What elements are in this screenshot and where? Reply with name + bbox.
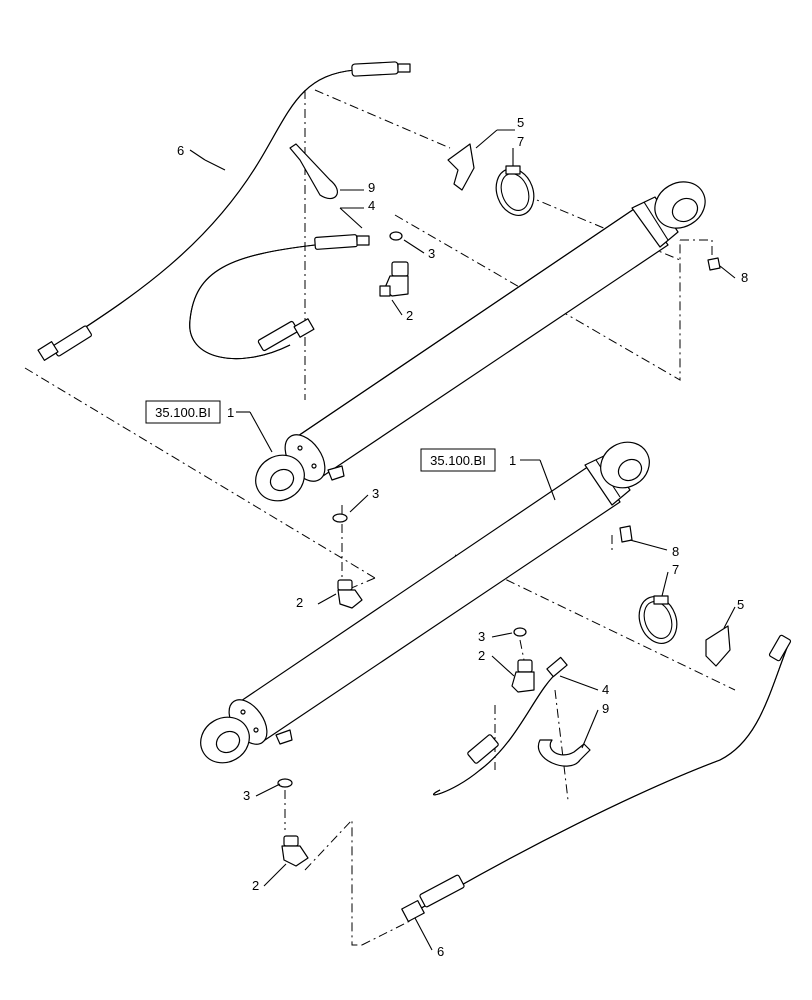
- lower-cylinder: [200, 441, 650, 764]
- upper-short-hose: [189, 234, 370, 360]
- callout-4-lower[interactable]: 4: [602, 682, 609, 697]
- callout-3-upper-base[interactable]: 3: [372, 486, 379, 501]
- o-rings: [277, 231, 527, 788]
- callout-2-upper-base[interactable]: 2: [296, 595, 303, 610]
- callout-3-lower-base[interactable]: 3: [243, 788, 250, 803]
- elbow-fitting-lower: [511, 659, 535, 693]
- bracket-lower: [705, 625, 731, 667]
- elbow-fitting-upper: [379, 261, 409, 297]
- reference-label-upper: 35.100.BI: [155, 405, 211, 420]
- callout-leaders: [189, 129, 736, 951]
- reference-box-lower[interactable]: 35.100.BI: [420, 448, 556, 501]
- lower-long-hose: [401, 634, 792, 923]
- callout-3-upper[interactable]: 3: [428, 246, 435, 261]
- callout-2-lower[interactable]: 2: [478, 648, 485, 663]
- callout-3-lower[interactable]: 3: [478, 629, 485, 644]
- callout-7-upper[interactable]: 7: [517, 134, 524, 149]
- callout-9-lower[interactable]: 9: [602, 701, 609, 716]
- callout-1-lower[interactable]: 1: [509, 453, 516, 468]
- reference-box-upper[interactable]: 35.100.BI: [145, 400, 273, 453]
- callout-2-lower-base[interactable]: 2: [252, 878, 259, 893]
- callout-5-upper[interactable]: 5: [517, 115, 524, 130]
- upper-cylinder: [255, 181, 706, 502]
- bracket-upper: [447, 143, 475, 191]
- callout-6-lower[interactable]: 6: [437, 944, 444, 959]
- callout-8-lower[interactable]: 8: [672, 544, 679, 559]
- callout-numbers: 6 5 7 9 4 3 2 8 1 3 1 8 2 7 5 3 2 4 9 3 …: [177, 115, 748, 959]
- callout-1-upper[interactable]: 1: [227, 405, 234, 420]
- clamp-lower: [638, 595, 678, 644]
- callout-6-upper[interactable]: 6: [177, 143, 184, 158]
- clamp-upper: [495, 165, 535, 216]
- callout-7-lower[interactable]: 7: [672, 562, 679, 577]
- callout-5-lower[interactable]: 5: [737, 597, 744, 612]
- callout-4-upper[interactable]: 4: [368, 198, 375, 213]
- reference-label-lower: 35.100.BI: [430, 453, 486, 468]
- elbow-fitting-upper-base: [337, 579, 363, 609]
- callout-8-upper[interactable]: 8: [741, 270, 748, 285]
- callout-9-upper[interactable]: 9: [368, 180, 375, 195]
- upper-long-hose: [37, 61, 411, 361]
- grease-fittings: [619, 257, 721, 543]
- lower-short-hose: [433, 656, 568, 796]
- callout-2-upper[interactable]: 2: [406, 308, 413, 323]
- elbow-fitting-lower-base: [281, 835, 309, 867]
- tie-upper: [289, 143, 338, 200]
- tie-lower: [537, 739, 591, 767]
